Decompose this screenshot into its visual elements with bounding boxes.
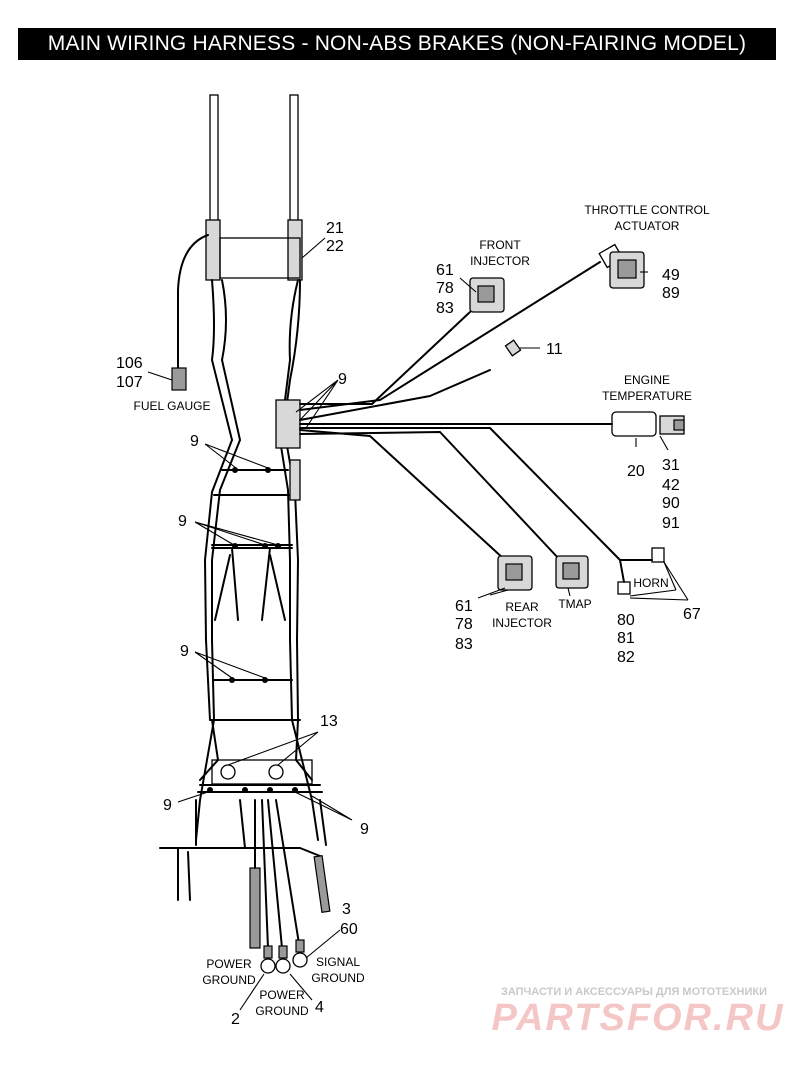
label-front-injector-line1: FRONT bbox=[479, 238, 521, 252]
label-engine-temp-line1: ENGINE bbox=[624, 373, 670, 387]
tie-straps bbox=[207, 467, 298, 793]
clamp-circles bbox=[220, 764, 284, 780]
callout-clamps: 13 bbox=[320, 713, 338, 730]
ground-ring-terminals bbox=[260, 939, 308, 974]
harness-branches bbox=[299, 261, 653, 583]
callout-power-ground-left: 2 bbox=[231, 1011, 240, 1028]
rear-injector-connector bbox=[497, 555, 533, 591]
label-horn: HORN bbox=[633, 576, 668, 590]
callout-rear-injector-2: 78 bbox=[455, 616, 473, 633]
callout-frame-1: 21 bbox=[326, 220, 344, 237]
callout-horn: 67 bbox=[683, 606, 701, 623]
callout-throttle-1: 49 bbox=[662, 267, 680, 284]
label-fuel-gauge: FUEL GAUGE bbox=[134, 399, 211, 413]
callout-engine-temp-conn-3: 90 bbox=[662, 495, 680, 512]
component-labels: THROTTLE CONTROL ACTUATOR FRONT INJECTOR… bbox=[134, 203, 710, 1018]
label-power-ground-mid-line1: POWER bbox=[259, 988, 305, 1002]
label-power-ground-mid-line2: GROUND bbox=[255, 1004, 309, 1018]
callout-tmap-1: 80 bbox=[617, 612, 635, 629]
callout-rear-injector-1: 61 bbox=[455, 598, 473, 615]
callout-power-ground-mid: 4 bbox=[315, 999, 324, 1016]
label-signal-ground-line1: SIGNAL bbox=[316, 955, 360, 969]
callout-engine-temp-sensor: 20 bbox=[627, 463, 645, 480]
callout-front-injector-3: 83 bbox=[436, 300, 454, 317]
callout-tmap-2: 81 bbox=[617, 630, 635, 647]
callout-engine-temp-conn-1: 31 bbox=[662, 457, 680, 474]
frame-upper-tubes bbox=[205, 94, 303, 441]
callout-tmap-3: 82 bbox=[617, 649, 635, 666]
callout-clip: 11 bbox=[546, 341, 563, 358]
rear-lower-harness bbox=[159, 799, 331, 951]
callout-engine-temp-conn-4: 91 bbox=[662, 515, 680, 532]
label-throttle-line2: ACTUATOR bbox=[615, 219, 680, 233]
callout-ties-1: 9 bbox=[190, 433, 199, 450]
watermark: ЗАПЧАСТИ И АКСЕССУАРЫ ДЛЯ МОТОТЕХНИКИ PA… bbox=[492, 986, 785, 1039]
label-rear-injector-line2: INJECTOR bbox=[492, 616, 552, 630]
front-injector-connector bbox=[469, 277, 505, 313]
label-rear-injector-line1: REAR bbox=[505, 600, 539, 614]
callout-frame-2: 22 bbox=[326, 238, 344, 255]
label-power-ground-left-line1: POWER bbox=[206, 957, 252, 971]
callout-front-injector-2: 78 bbox=[436, 280, 454, 297]
callout-rear-injector-3: 83 bbox=[455, 636, 473, 653]
callout-signal-ground-2: 60 bbox=[340, 921, 358, 938]
fuel-gauge-lead bbox=[171, 234, 209, 391]
callout-signal-ground-1: 3 bbox=[342, 901, 351, 918]
callout-ties-2: 9 bbox=[178, 513, 187, 530]
leader-lines bbox=[147, 237, 689, 1011]
callout-engine-temp-conn-2: 42 bbox=[662, 477, 680, 494]
clip-11 bbox=[504, 339, 522, 357]
callout-ties-top: 9 bbox=[338, 371, 347, 388]
engine-temp-sensor bbox=[611, 411, 685, 437]
label-front-injector-line2: INJECTOR bbox=[470, 254, 530, 268]
callout-ties-5: 9 bbox=[360, 821, 369, 838]
throttle-actuator-connector bbox=[598, 243, 645, 289]
callout-ties-4: 9 bbox=[163, 797, 172, 814]
callout-front-injector-1: 61 bbox=[436, 262, 454, 279]
watermark-line1: ЗАПЧАСТИ И АКСЕССУАРЫ ДЛЯ МОТОТЕХНИКИ bbox=[501, 986, 767, 998]
callout-fuel-gauge-2: 107 bbox=[116, 374, 143, 391]
callout-ties-3: 9 bbox=[180, 643, 189, 660]
page-title: MAIN WIRING HARNESS - NON-ABS BRAKES (NO… bbox=[18, 28, 776, 60]
horn-terminals bbox=[617, 547, 665, 595]
label-signal-ground-line2: GROUND bbox=[311, 971, 365, 985]
callout-numbers: 21 22 61 78 83 49 89 11 106 107 9 9 9 9 … bbox=[116, 220, 701, 1028]
callout-fuel-gauge-1: 106 bbox=[116, 355, 143, 372]
label-engine-temp-line2: TEMPERATURE bbox=[602, 389, 692, 403]
watermark-line2: PARTSFOR.RU bbox=[492, 997, 785, 1039]
label-power-ground-left-line2: GROUND bbox=[202, 973, 256, 987]
frame-backbone bbox=[195, 399, 327, 846]
label-tmap: TMAP bbox=[558, 597, 591, 611]
callout-throttle-2: 89 bbox=[662, 285, 680, 302]
label-throttle-line1: THROTTLE CONTROL bbox=[584, 203, 710, 217]
tmap-connector bbox=[555, 555, 589, 589]
